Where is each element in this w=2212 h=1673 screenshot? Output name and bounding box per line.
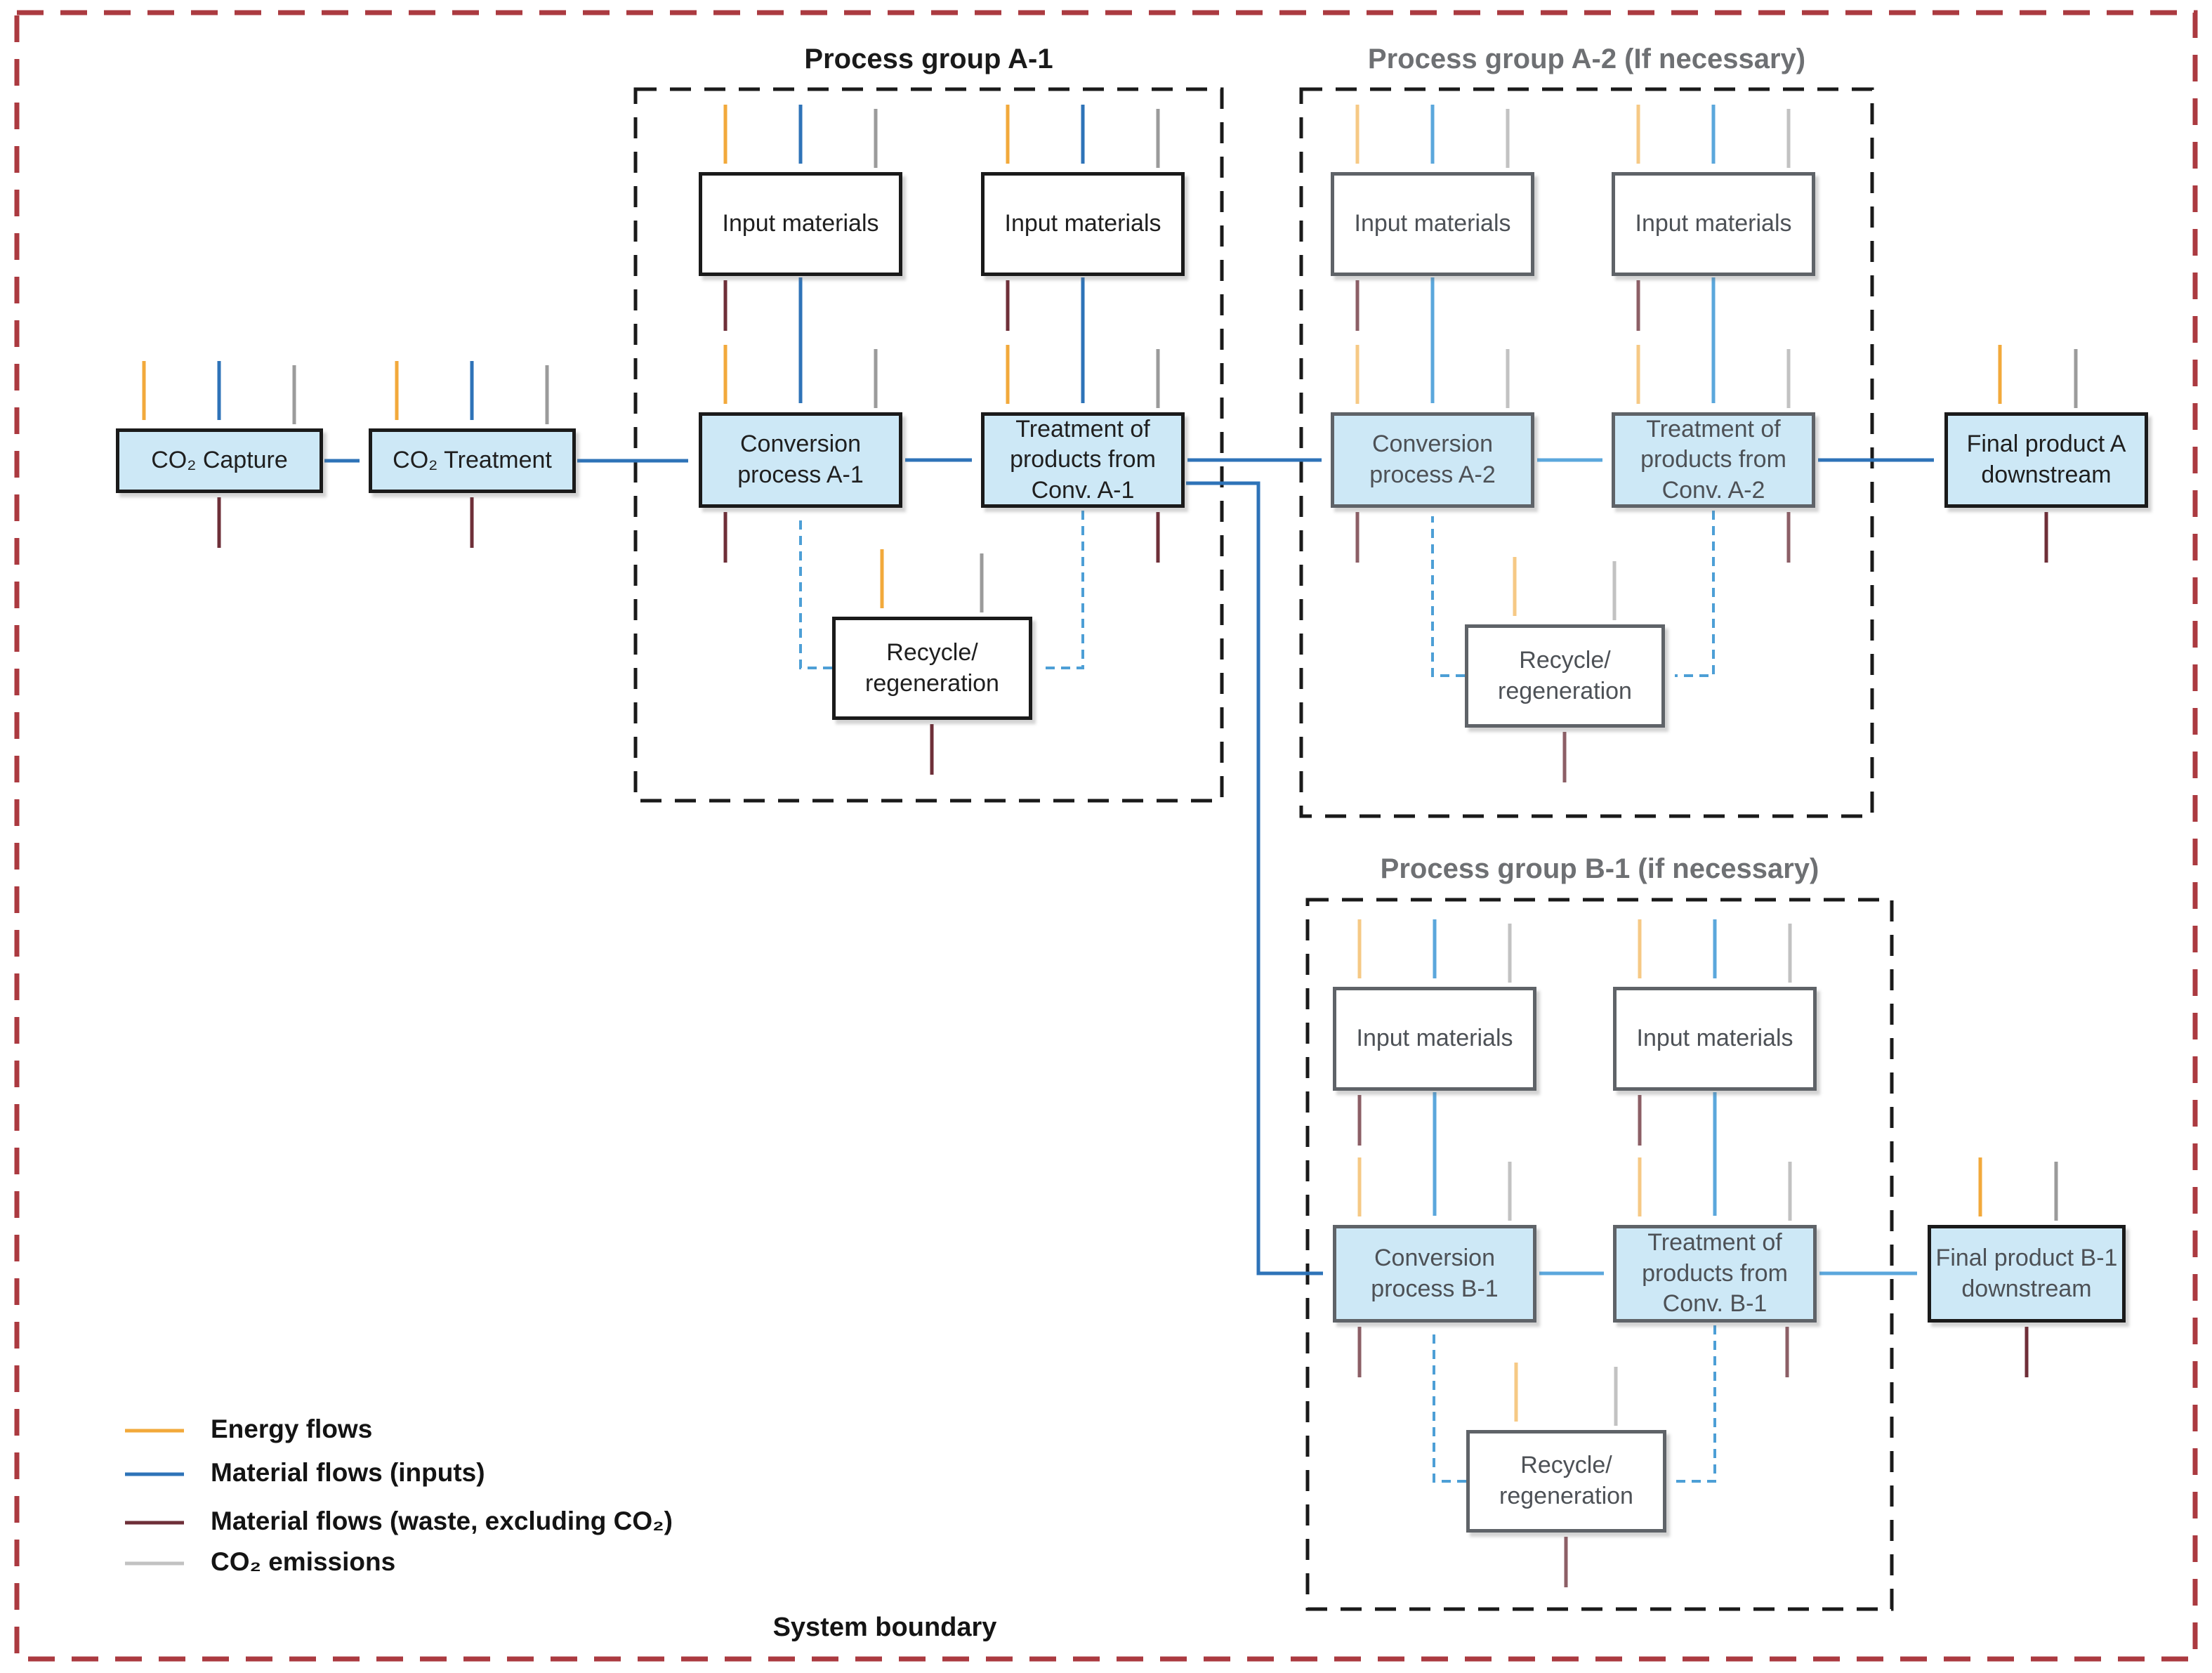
box-treatment-a1: Treatment of products from Conv. A-1 (981, 412, 1185, 508)
box-recycle-b1: Recycle/ regeneration (1466, 1430, 1666, 1533)
material-flow-arrows (324, 277, 1934, 1275)
box-treatment-a2: Treatment of products from Conv. A-2 (1612, 412, 1815, 508)
box-final-product-a: Final product A downstream (1944, 412, 2148, 508)
box-co2-treatment: CO₂ Treatment (369, 428, 576, 493)
recycle-dashed-flows (799, 511, 1716, 1483)
system-boundary-border (14, 10, 2198, 1662)
legend-arrow-icons (125, 1429, 184, 1566)
box-conversion-a2: Conversion process A-2 (1331, 412, 1534, 508)
group-title-b1: Process group B-1 (if necessary) (1380, 853, 1819, 884)
box-input-materials-a2-2: Input materials (1612, 172, 1815, 276)
box-input-materials-a1-2: Input materials (981, 172, 1185, 276)
branch-to-b1 (1186, 481, 1323, 1275)
legend-label-material-inputs: Material flows (inputs) (211, 1458, 485, 1487)
box-final-product-b1: Final product B-1 downstream (1928, 1225, 2126, 1323)
box-input-materials-b1-1: Input materials (1333, 987, 1536, 1091)
box-input-materials-a1-1: Input materials (699, 172, 902, 276)
legend-label-material-waste: Material flows (waste, excluding CO₂) (211, 1507, 673, 1535)
box-co2-capture: CO₂ Capture (116, 428, 323, 493)
group-title-a1: Process group A-1 (804, 44, 1053, 74)
box-recycle-a2: Recycle/ regeneration (1465, 624, 1665, 728)
box-conversion-b1: Conversion process B-1 (1333, 1225, 1536, 1323)
process-group-boundaries (633, 87, 1894, 1611)
system-boundary-label: System boundary (772, 1613, 997, 1642)
box-treatment-b1: Treatment of products from Conv. B-1 (1613, 1225, 1817, 1323)
box-input-materials-a2-1: Input materials (1331, 172, 1534, 276)
group-title-a2: Process group A-2 (If necessary) (1367, 44, 1806, 74)
box-conversion-a1: Conversion process A-1 (699, 412, 902, 508)
legend-label-energy-flows: Energy flows (211, 1415, 373, 1443)
box-input-materials-b1-2: Input materials (1613, 987, 1817, 1091)
box-recycle-a1: Recycle/ regeneration (832, 617, 1032, 720)
legend-label-co2-emissions: CO₂ emissions (211, 1547, 396, 1576)
